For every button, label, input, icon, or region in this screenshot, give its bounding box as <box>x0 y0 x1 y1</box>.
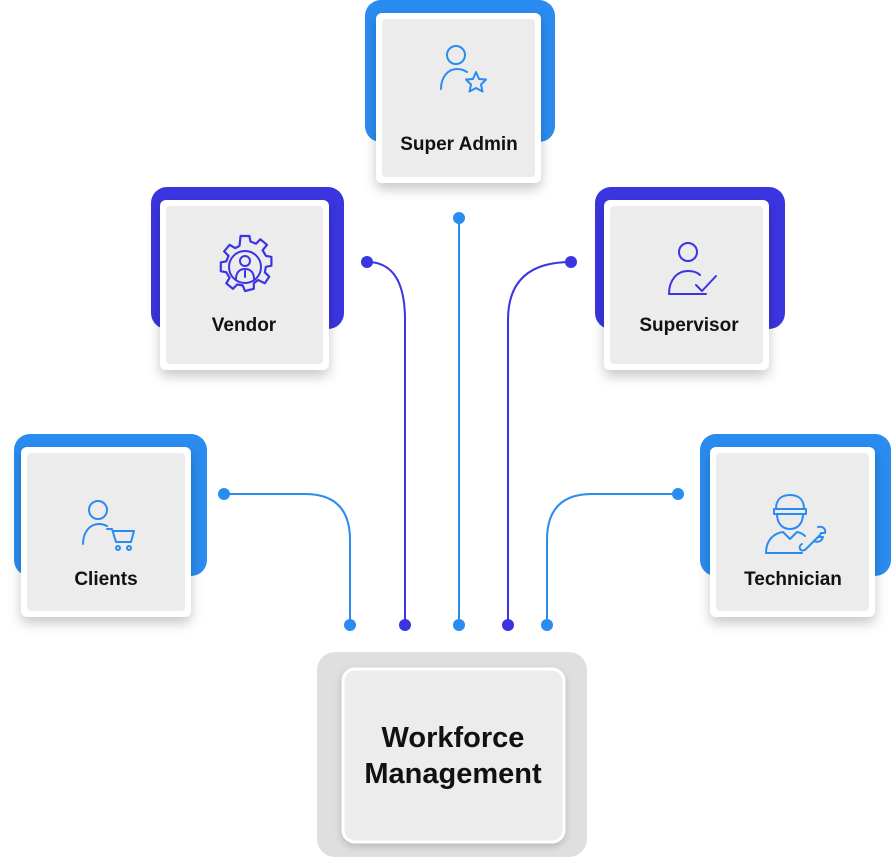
node-clients: Clients <box>14 434 207 617</box>
connector-super-admin-start-dot <box>453 212 465 224</box>
technician-label: Technician <box>744 569 842 590</box>
center-node: Workforce Management <box>317 652 587 857</box>
connector-clients <box>224 493 351 625</box>
vendor-label: Vendor <box>212 315 277 336</box>
node-supervisor: Supervisor <box>595 187 785 370</box>
clients-label: Clients <box>74 569 137 590</box>
user-star-icon <box>440 45 487 93</box>
connector-clients-start-dot <box>218 488 230 500</box>
connector-vendor <box>366 261 406 625</box>
super-admin-card-inner <box>382 19 535 177</box>
node-technician: Technician <box>700 434 891 617</box>
technician-card-inner <box>716 453 869 611</box>
connector-technician-end-dot <box>541 619 553 631</box>
supervisor-card-inner <box>610 206 763 364</box>
center-card-inner <box>341 667 566 844</box>
connector-super-admin-end-dot <box>453 619 465 631</box>
connectors <box>218 212 684 631</box>
node-super-admin: Super Admin <box>365 0 555 183</box>
center-title-line2: Management <box>364 758 542 790</box>
user-check-icon <box>668 242 717 295</box>
connector-supervisor-end-dot <box>502 619 514 631</box>
supervisor-label: Supervisor <box>639 315 739 336</box>
connector-supervisor <box>507 261 572 625</box>
connector-vendor-end-dot <box>399 619 411 631</box>
connector-technician <box>546 493 678 625</box>
connector-vendor-start-dot <box>361 256 373 268</box>
connector-supervisor-start-dot <box>565 256 577 268</box>
gear-person-icon <box>219 234 273 293</box>
clients-card-inner <box>27 453 185 611</box>
user-cart-icon <box>82 500 135 551</box>
node-vendor: Vendor <box>151 187 344 370</box>
technician-wrench-icon <box>765 494 827 554</box>
vendor-card-inner <box>166 206 323 364</box>
connector-clients-end-dot <box>344 619 356 631</box>
connector-technician-start-dot <box>672 488 684 500</box>
center-title-line1: Workforce <box>382 722 525 754</box>
super-admin-label: Super Admin <box>400 134 518 155</box>
